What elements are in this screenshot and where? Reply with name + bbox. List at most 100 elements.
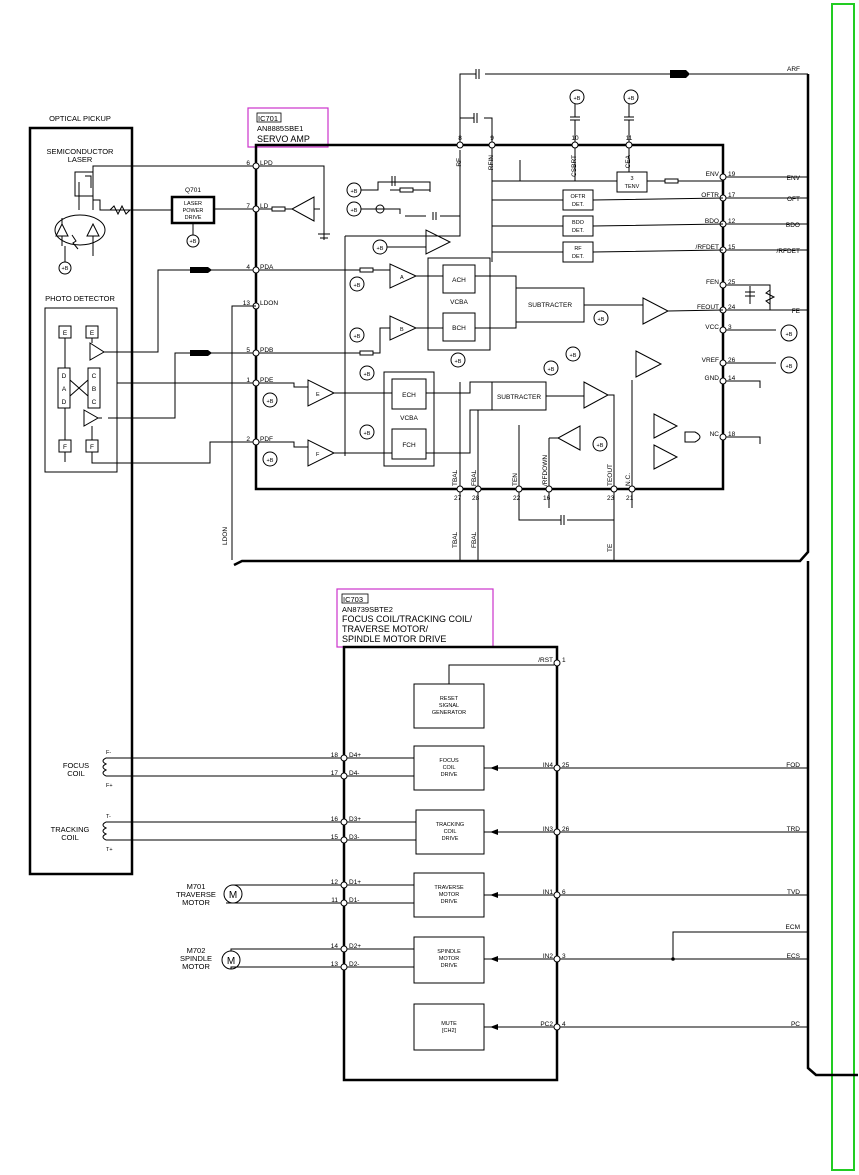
wire-arf xyxy=(459,73,808,142)
svg-text:3: 3 xyxy=(728,324,732,331)
svg-text:18: 18 xyxy=(331,752,339,759)
m702-m: M xyxy=(227,956,235,967)
pd-c1: C xyxy=(92,373,97,380)
traverse-drive-l2: MOTOR xyxy=(439,892,459,898)
fbal-label: FBAL xyxy=(471,531,478,548)
arrow-pda xyxy=(190,267,212,273)
svg-text:12: 12 xyxy=(331,879,339,886)
svg-text:VCC: VCC xyxy=(705,324,719,331)
b-label-11: +B xyxy=(628,96,635,102)
svg-text:NC: NC xyxy=(710,431,720,438)
svg-text:GND: GND xyxy=(705,375,720,382)
svg-text:IN3: IN3 xyxy=(543,826,554,833)
svg-text:PDA: PDA xyxy=(260,264,274,271)
trd-label: TRD xyxy=(787,826,801,833)
laser-label-2: LASER xyxy=(68,155,93,164)
tenv-block xyxy=(616,171,648,193)
tenv-l1: 3 xyxy=(630,176,633,182)
svg-text:+B: +B xyxy=(598,317,605,323)
svg-text:16: 16 xyxy=(543,495,551,502)
arrow-pdb xyxy=(190,350,212,356)
m702-ref: M702 xyxy=(187,946,206,955)
svg-text:26: 26 xyxy=(728,357,736,364)
ecs-label: ECS xyxy=(787,953,801,960)
pd-f2: F xyxy=(90,444,94,451)
b-supply-vcc xyxy=(780,324,798,342)
b-label-10: +B xyxy=(574,96,581,102)
b-label-vref: +B xyxy=(786,364,793,370)
svg-text:25: 25 xyxy=(728,279,736,286)
oft-label: OFT xyxy=(787,196,800,203)
q701-ref: Q701 xyxy=(185,187,201,194)
laser-diode-icon xyxy=(54,171,106,262)
ic703-ref: IC703 xyxy=(343,595,363,604)
wire-pda xyxy=(108,269,256,353)
focus-coil-drive-block xyxy=(413,745,485,791)
focus-drive-l1: FOCUS xyxy=(439,758,459,764)
rfdet-label: /RFDET xyxy=(777,248,801,255)
svg-text:16: 16 xyxy=(331,816,339,823)
svg-text:D1-: D1- xyxy=(349,897,359,904)
svg-text:2: 2 xyxy=(246,436,250,443)
ic701-part: AN8885SBE1 xyxy=(257,124,303,133)
svg-text:ENV: ENV xyxy=(706,171,720,178)
wire-lpd xyxy=(92,165,256,200)
pd-buffer-1 xyxy=(89,342,108,361)
tracking-drive-l1: TRACKING xyxy=(436,822,464,828)
b-supply-label: +B xyxy=(62,266,69,272)
spindle-drive-l2: MOTOR xyxy=(439,956,459,962)
tbal-label: TBAL xyxy=(452,531,459,548)
focus-coil-label-2: COIL xyxy=(67,769,85,778)
wire-ld-drive xyxy=(99,200,172,211)
svg-text:5: 5 xyxy=(246,347,250,354)
oftr-l2: DET. xyxy=(572,202,584,208)
bdo-l2: DET. xyxy=(572,228,584,234)
b-supply-pickup xyxy=(58,261,72,275)
m702-l1: SPINDLE xyxy=(180,954,212,963)
svg-text:22: 22 xyxy=(513,495,521,502)
svg-text:14: 14 xyxy=(331,943,339,950)
te-label: TE xyxy=(607,543,614,552)
optical-pickup-box xyxy=(28,126,134,876)
svg-text:15: 15 xyxy=(728,244,736,251)
b-label-vcc: +B xyxy=(786,332,793,338)
env-label: ENV xyxy=(787,175,801,182)
svg-text:PC2: PC2 xyxy=(540,1021,553,1028)
ldon-label: LDON xyxy=(222,527,229,545)
svg-text:+B: +B xyxy=(548,367,555,373)
svg-text:23: 23 xyxy=(607,495,615,502)
svg-text:28: 28 xyxy=(472,495,480,502)
bch-block xyxy=(442,312,476,342)
spindle-drive-l3: DRIVE xyxy=(441,963,458,969)
tracking-t-plus: T+ xyxy=(106,847,113,853)
svg-text:TBAL: TBAL xyxy=(452,469,459,486)
focus-coil-icon xyxy=(102,757,341,777)
optical-pickup-title: OPTICAL PICKUP xyxy=(49,114,111,123)
reset-l2: SIGNAL xyxy=(439,703,459,709)
b-supply-internal: +B +B +B +B +B +B +B +B +B +B +B +B +B +… xyxy=(262,182,609,467)
svg-text:4: 4 xyxy=(562,1021,566,1028)
pd-e1: E xyxy=(63,330,68,337)
m702-l2: MOTOR xyxy=(182,962,210,971)
svg-text:D2-: D2- xyxy=(349,961,359,968)
rf-l1: RF xyxy=(574,246,582,252)
svg-text:/RFDET: /RFDET xyxy=(696,244,720,251)
arf-label: ARF xyxy=(787,66,800,73)
vcba-label-2: VCBA xyxy=(400,415,418,422)
svg-text:/RFDOWN: /RFDOWN xyxy=(542,455,549,486)
svg-text:IN4: IN4 xyxy=(543,762,554,769)
laser-label-1: SEMICONDUCTOR xyxy=(47,147,115,156)
svg-text:+B: +B xyxy=(267,458,274,464)
svg-text:PDB: PDB xyxy=(260,347,273,354)
pd-b: B xyxy=(92,386,96,393)
svg-text:LDON: LDON xyxy=(260,300,278,307)
ech-label: ECH xyxy=(402,392,416,399)
svg-text:BDO: BDO xyxy=(705,218,719,225)
reset-l3: GENERATOR xyxy=(432,710,466,716)
traverse-drive-l3: DRIVE xyxy=(441,899,458,905)
svg-text:1: 1 xyxy=(562,657,566,664)
vcba-frame-1 xyxy=(427,257,491,351)
